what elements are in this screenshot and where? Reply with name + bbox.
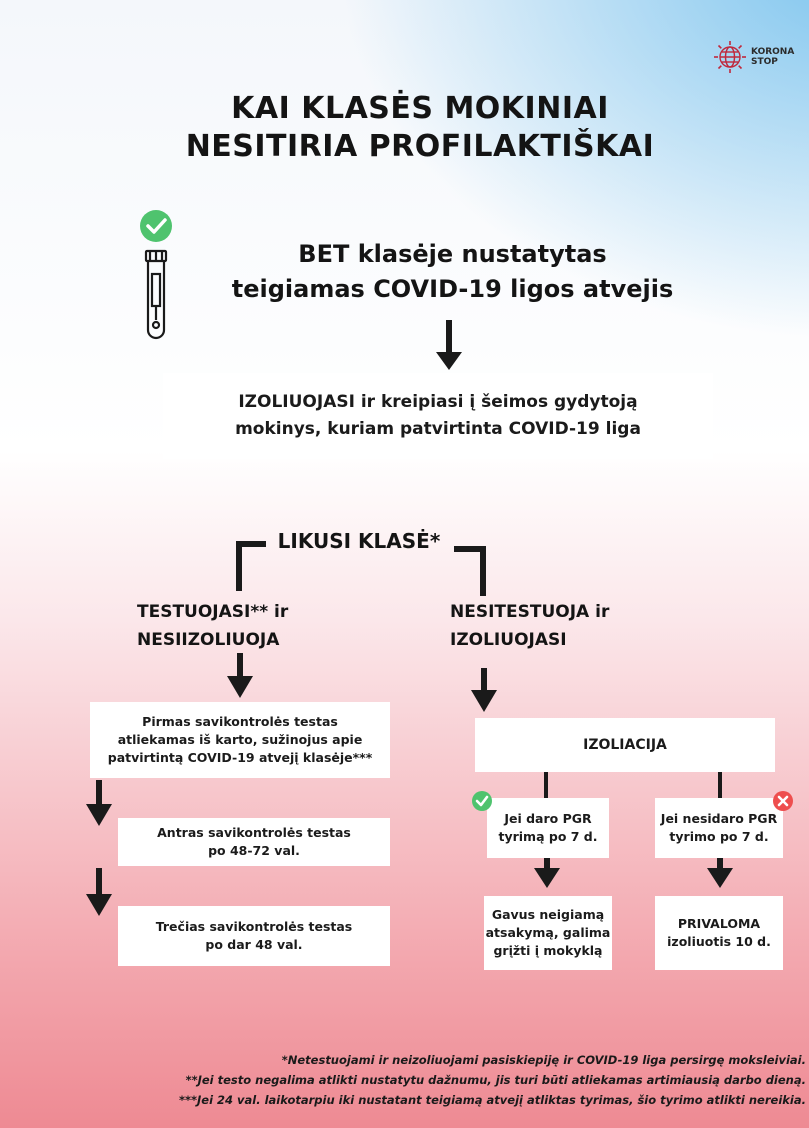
footnotes: *Netestuojami ir neizoliuojami pasiskiep… <box>160 1050 806 1110</box>
test-tube-icon <box>140 210 172 340</box>
second-test-box: Antras savikontrolės testas po 48-72 val… <box>118 818 390 866</box>
step-2-line-2: po 48-72 val. <box>208 843 300 858</box>
right-branch-line-2: IZOLIUOJASI <box>450 630 567 650</box>
result-yes-line-2: atsakymą, galima <box>485 925 611 940</box>
left-branch-line-1: TESTUOJASI** ir <box>137 602 289 622</box>
result-yes-line-3: grįžti į mokyklą <box>493 943 603 958</box>
left-branch-line-2: NESIIZOLIUOJA <box>137 630 280 650</box>
confirmed-student-box: IZOLIUOJASI ir kreipiasi į šeimos gydyto… <box>163 373 713 459</box>
result-no-line-1: PRIVALOMA <box>677 916 761 931</box>
step-3-line-1: Trečias savikontrolės testas <box>155 919 353 934</box>
logo-line-2: STOP <box>751 57 778 67</box>
down-arrow-icon <box>227 653 253 698</box>
page-title: KAI KLASĖS MOKINIAI NESITIRIA PROFILAKTI… <box>100 90 740 166</box>
logo-text: KORONA STOP <box>751 47 794 67</box>
footnote-3: ***Jei 24 val. laikotarpiu iki nustatant… <box>178 1093 806 1107</box>
down-arrow-icon <box>86 868 112 916</box>
case-detected-heading: BET klasėje nustatytas teigiamas COVID-1… <box>190 237 715 307</box>
left-branch-label: TESTUOJASI** ir NESIIZOLIUOJA <box>137 598 288 654</box>
subtitle-line-2: teigiamas COVID-19 ligos atvejis <box>231 275 674 303</box>
footnote-1: *Netestuojami ir neizoliuojami pasiskiep… <box>281 1053 806 1067</box>
down-arrow-icon <box>471 668 497 712</box>
check-circle-icon <box>472 791 492 811</box>
right-branch-label: NESITESTUOJA ir IZOLIUOJASI <box>450 598 609 654</box>
isolation-box: IZOLIACIJA <box>475 718 775 772</box>
step-1-line-1: Pirmas savikontrolės testas <box>142 714 338 729</box>
step-1-line-3: patvirtintą COVID-19 atvejį klasėje*** <box>107 750 373 765</box>
pcr-yes-line-2: tyrimą po 7 d. <box>498 829 598 844</box>
korona-stop-logo: KORONA STOP <box>713 40 803 74</box>
negative-result-box: Gavus neigiamą atsakymą, galima grįžti į… <box>484 896 612 970</box>
mandatory-isolation-box: PRIVALOMA izoliuotis 10 d. <box>655 896 783 970</box>
down-arrow-icon <box>534 858 560 888</box>
down-arrow-icon <box>86 780 112 826</box>
rest-of-class-label: LIKUSI KLASĖ* <box>277 529 441 553</box>
title-line-1: KAI KLASĖS MOKINIAI <box>231 91 609 126</box>
third-test-box: Trečias savikontrolės testas po dar 48 v… <box>118 906 390 966</box>
subtitle-line-1: BET klasėje nustatytas <box>298 240 607 268</box>
pcr-no-line-2: tyrimo po 7 d. <box>669 829 769 844</box>
check-circle-icon <box>140 210 172 242</box>
result-no-line-2: izoliuotis 10 d. <box>667 934 771 949</box>
cross-circle-icon <box>773 791 793 811</box>
globe-logo-icon <box>714 41 746 73</box>
logo-line-1: KORONA <box>751 47 795 57</box>
pcr-yes-line-1: Jei daro PGR <box>504 811 592 826</box>
right-branch-line-1: NESITESTUOJA ir <box>450 602 610 622</box>
pcr-no-box: Jei nesidaro PGR tyrimo po 7 d. <box>655 798 783 858</box>
step-1-line-2: atliekamas iš karto, sužinojus apie <box>117 732 363 747</box>
pcr-yes-box: Jei daro PGR tyrimą po 7 d. <box>487 798 609 858</box>
first-test-box: Pirmas savikontrolės testas atliekamas i… <box>90 702 390 778</box>
result-yes-line-1: Gavus neigiamą <box>491 907 605 922</box>
step-2-line-1: Antras savikontrolės testas <box>157 825 351 840</box>
confirmed-line-2: mokinys, kuriam patvirtinta COVID-19 lig… <box>235 419 641 439</box>
pcr-no-line-1: Jei nesidaro PGR <box>660 811 778 826</box>
step-3-line-2: po dar 48 val. <box>205 937 303 952</box>
title-line-2: NESITIRIA PROFILAKTIŠKAI <box>185 129 655 164</box>
footnote-2: **Jei testo negalima atlikti nustatytu d… <box>185 1073 806 1087</box>
down-arrow-icon <box>707 858 733 888</box>
confirmed-line-1: IZOLIUOJASI ir kreipiasi į šeimos gydyto… <box>238 392 638 412</box>
down-arrow-icon <box>436 320 462 370</box>
